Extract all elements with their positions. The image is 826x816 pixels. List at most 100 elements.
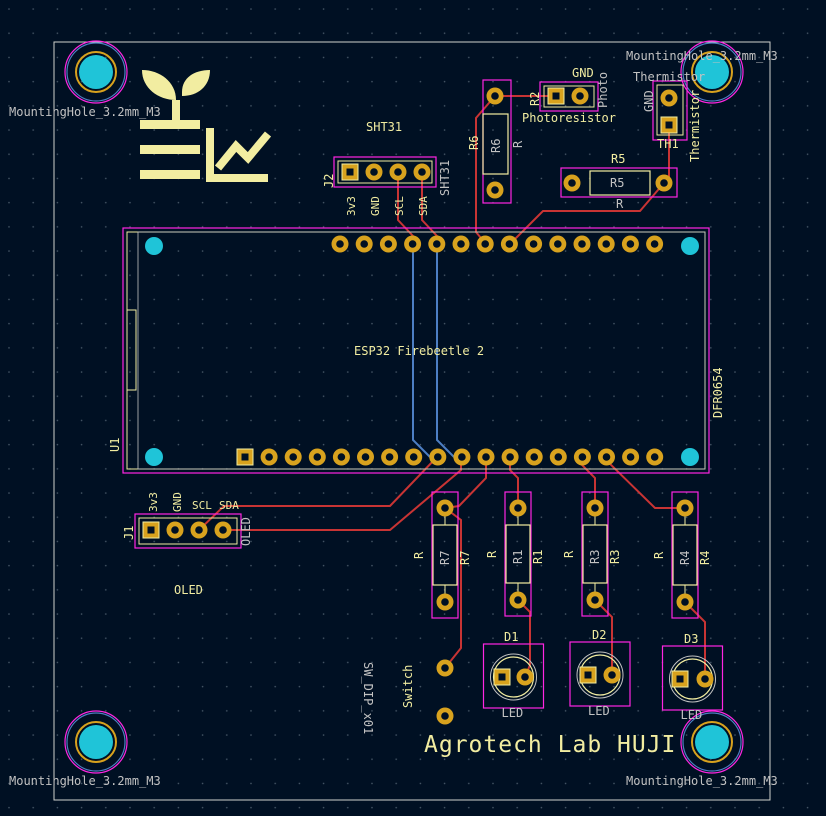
board-outline [53, 41, 771, 801]
hole-drill [695, 725, 729, 759]
pad-drill [458, 453, 466, 461]
r2-courtyard [539, 81, 599, 112]
j2-ref: J2 [322, 174, 336, 188]
resistor-value: R [485, 550, 499, 558]
pad-drill [602, 240, 610, 248]
u1-mount-hole [145, 448, 163, 466]
pad-drill [418, 168, 426, 176]
pad-drill [681, 598, 689, 606]
j1-value: OLED [239, 517, 253, 546]
pad-drill [498, 673, 506, 681]
pad-drill [529, 240, 538, 248]
j1-ref: J1 [122, 526, 136, 540]
led-outline [669, 655, 716, 703]
mounting-hole[interactable] [64, 40, 128, 104]
resistor-ref-fab: R1 [511, 550, 525, 564]
r2-value: Photoresistor [522, 111, 616, 125]
pad-drill [336, 240, 344, 248]
led-value: LED [681, 708, 703, 722]
pad-drill [337, 453, 346, 461]
hole-drill [79, 725, 113, 759]
pad-drill [346, 168, 354, 176]
th1-silk-outline [656, 84, 684, 136]
mounting-hole[interactable] [64, 710, 128, 774]
trace-back-sda [436, 244, 455, 458]
u1-footprint: DFR0654 [711, 367, 725, 418]
pad-drill [360, 240, 369, 248]
resistor-ref: R4 [698, 551, 712, 565]
hole-courtyard [64, 710, 128, 774]
hole-courtyard [680, 710, 744, 774]
switch-value: SW_DIP_x01 [361, 662, 375, 734]
pad-drill [514, 596, 522, 604]
pad-drill [481, 240, 490, 248]
switch-ref: Switch [401, 665, 415, 708]
led-outline [576, 651, 624, 699]
pad-drill [265, 453, 273, 461]
r2-ref: R2 [528, 92, 542, 106]
hole-keepout [66, 42, 126, 102]
j2-silk-outline [337, 160, 433, 184]
j2-pin-label: GND [369, 196, 382, 216]
resistor-ref-fab: R4 [678, 551, 692, 565]
led-ref: D2 [592, 628, 606, 642]
pad-drill [554, 453, 563, 461]
mounting-hole[interactable] [680, 40, 744, 104]
resistor-ref: R5 [611, 152, 625, 166]
led-ref: D1 [504, 630, 518, 644]
pad-drill [434, 453, 442, 461]
pad-drill [409, 453, 418, 461]
pad-drill [665, 94, 673, 102]
th1-value: Thermistor [633, 70, 705, 84]
j2-courtyard [333, 156, 437, 188]
resistor-ref-fab: R5 [610, 176, 624, 190]
j1-pin-label: SCL [192, 499, 212, 512]
courtyard [560, 167, 678, 198]
led-value: LED [502, 706, 524, 720]
sprout-chart-logo-icon [140, 70, 272, 182]
u1-value: ESP32 Firebeetle 2 [354, 344, 484, 358]
j2-pin-label: SCL [393, 196, 406, 216]
pad-drill [584, 671, 592, 679]
resistor-ref: R3 [608, 550, 622, 564]
led-outline [490, 653, 537, 701]
pad-drill [602, 453, 611, 461]
pad-drill [433, 240, 441, 248]
r2-pin-photo: Photo [596, 72, 610, 108]
resistor-value: R [412, 551, 426, 559]
j2-value: SHT31 [438, 160, 452, 196]
u1-mount-hole [681, 448, 699, 466]
pad-drill [650, 453, 659, 461]
pad-drill [482, 453, 490, 461]
pad-drill [147, 526, 155, 534]
pad-drill [578, 240, 586, 248]
pad-drill [681, 504, 689, 512]
courtyard [581, 491, 609, 617]
pad-drill [626, 240, 635, 248]
resistor-ref-fab: R3 [588, 550, 602, 564]
j2-title: SHT31 [366, 120, 402, 134]
mounting-hole[interactable] [680, 710, 744, 774]
r2-pin-gnd: GND [572, 66, 594, 80]
hole-keepout [66, 712, 126, 772]
pad-drill [591, 596, 599, 604]
th1-pin-gnd: GND [642, 90, 656, 112]
board-text: Agrotech Lab HUJI [424, 732, 676, 758]
pad-drill [441, 664, 449, 672]
pad-drill [591, 504, 599, 512]
resistor-ref-fab: R6 [489, 139, 503, 153]
pad-drill [384, 240, 393, 248]
esp32-module-u1[interactable] [122, 227, 710, 474]
pad-drill [505, 240, 514, 248]
pad-drill [578, 453, 587, 461]
pad-drill [552, 92, 560, 100]
th1-ref: TH1 [657, 137, 679, 151]
